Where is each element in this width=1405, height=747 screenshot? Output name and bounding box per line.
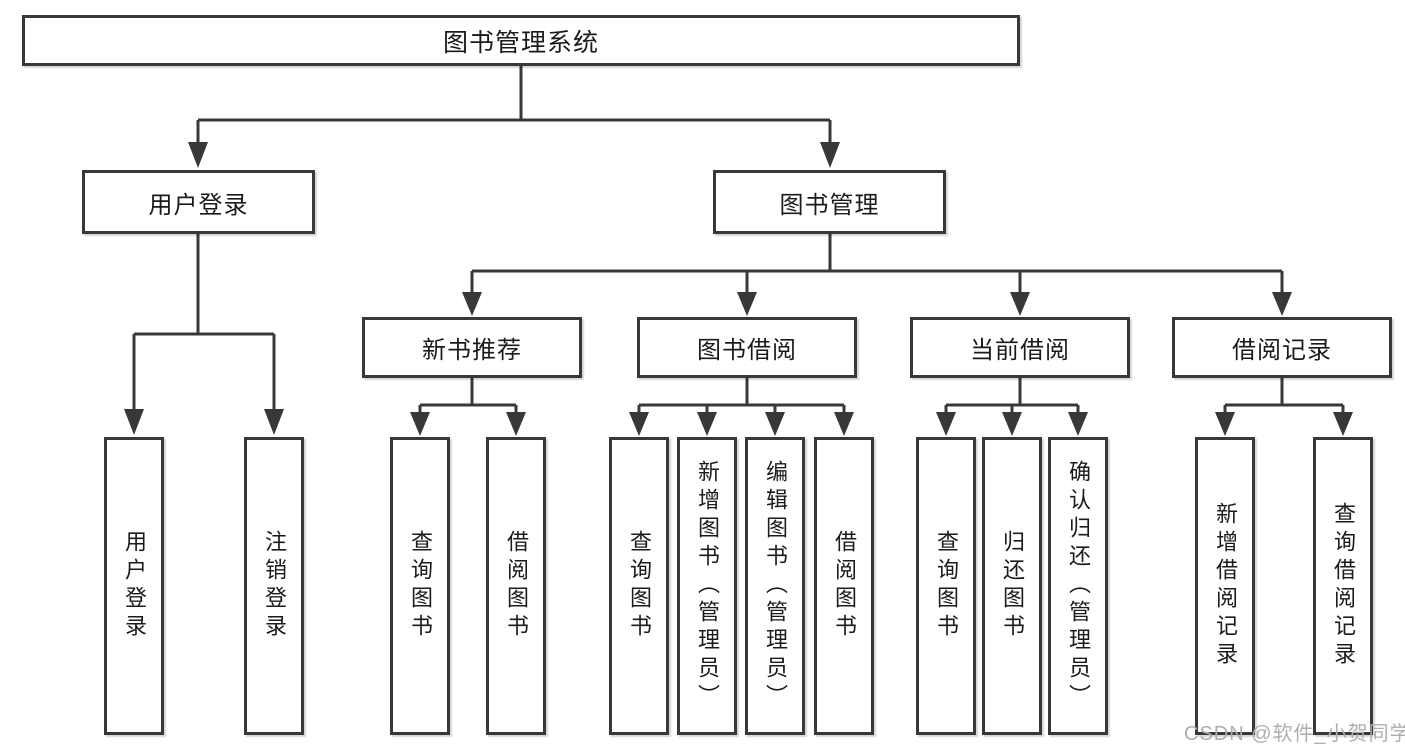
leaf-recommend-query-book: 查询图书 <box>390 437 450 735</box>
leaf-borrow-edit-book: 编辑图书（管理员） <box>745 437 805 735</box>
leaf-current-confirm-return-label: 确认归还（管理员） <box>1066 460 1091 712</box>
leaf-record-query: 查询借阅记录 <box>1313 437 1373 735</box>
node-book-borrow: 图书借阅 <box>637 317 857 378</box>
leaf-recommend-borrow-book: 借阅图书 <box>486 437 546 735</box>
leaf-user-login-label: 用户登录 <box>122 530 147 642</box>
leaf-current-query-book: 查询图书 <box>916 437 976 735</box>
csdn-watermark: CSDN @软件_小贺同学 <box>1184 723 1405 745</box>
leaf-current-query-book-label: 查询图书 <box>934 530 959 642</box>
leaf-record-add: 新增借阅记录 <box>1195 437 1255 735</box>
leaf-current-return-book: 归还图书 <box>982 437 1042 735</box>
leaf-recommend-query-book-label: 查询图书 <box>408 530 433 642</box>
leaf-borrow-borrow-book-label: 借阅图书 <box>832 530 857 642</box>
leaf-current-confirm-return: 确认归还（管理员） <box>1048 437 1108 735</box>
node-borrow-record: 借阅记录 <box>1172 317 1392 378</box>
arrowheads <box>124 142 1353 436</box>
leaf-borrow-borrow-book: 借阅图书 <box>814 437 874 735</box>
leaf-recommend-borrow-book-label: 借阅图书 <box>504 530 529 642</box>
node-new-book-recommend: 新书推荐 <box>362 317 582 378</box>
leaf-user-login: 用户登录 <box>104 437 164 735</box>
leaf-borrow-query-book: 查询图书 <box>609 437 669 735</box>
leaf-logout: 注销登录 <box>244 437 304 735</box>
leaf-record-query-label: 查询借阅记录 <box>1331 502 1356 670</box>
leaf-borrow-edit-book-label: 编辑图书（管理员） <box>763 460 788 712</box>
leaf-record-add-label: 新增借阅记录 <box>1213 502 1238 670</box>
node-book-management: 图书管理 <box>713 170 946 234</box>
leaf-current-return-book-label: 归还图书 <box>1000 530 1025 642</box>
leaf-logout-label: 注销登录 <box>262 530 287 642</box>
leaf-borrow-query-book-label: 查询图书 <box>627 530 652 642</box>
node-user-login: 用户登录 <box>82 170 315 234</box>
node-root: 图书管理系统 <box>22 15 1020 66</box>
node-current-borrow: 当前借阅 <box>910 317 1130 378</box>
leaf-borrow-add-book: 新增图书（管理员） <box>677 437 737 735</box>
leaf-borrow-add-book-label: 新增图书（管理员） <box>695 460 720 712</box>
